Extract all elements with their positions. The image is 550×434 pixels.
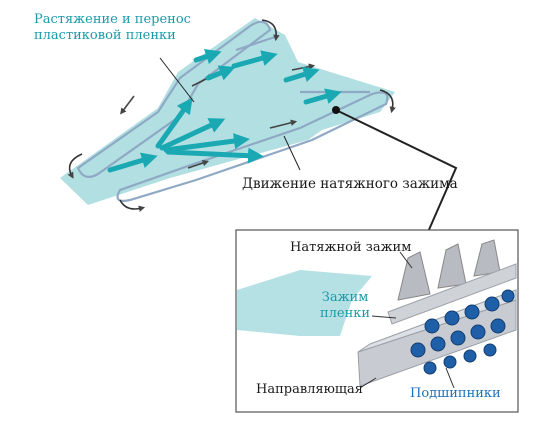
label-guide: Направляющая bbox=[256, 382, 363, 397]
callout-dot bbox=[332, 106, 340, 114]
label-film-clamp: Зажим пленки bbox=[320, 290, 371, 321]
leader-lines bbox=[159, 57, 458, 233]
inset-illustration bbox=[237, 239, 517, 389]
stretch-arrows bbox=[107, 48, 342, 173]
label-tension-clamp: Натяжной зажим bbox=[290, 240, 412, 255]
label-stretch-transfer: Растяжение и перенос пластиковой пленки bbox=[34, 12, 191, 43]
label-bearings: Подшипники bbox=[410, 386, 501, 401]
upper-rail-loop bbox=[76, 20, 279, 179]
label-clamp-movement: Движение натяжного зажима bbox=[242, 176, 458, 192]
rotation-arrows bbox=[67, 19, 396, 212]
